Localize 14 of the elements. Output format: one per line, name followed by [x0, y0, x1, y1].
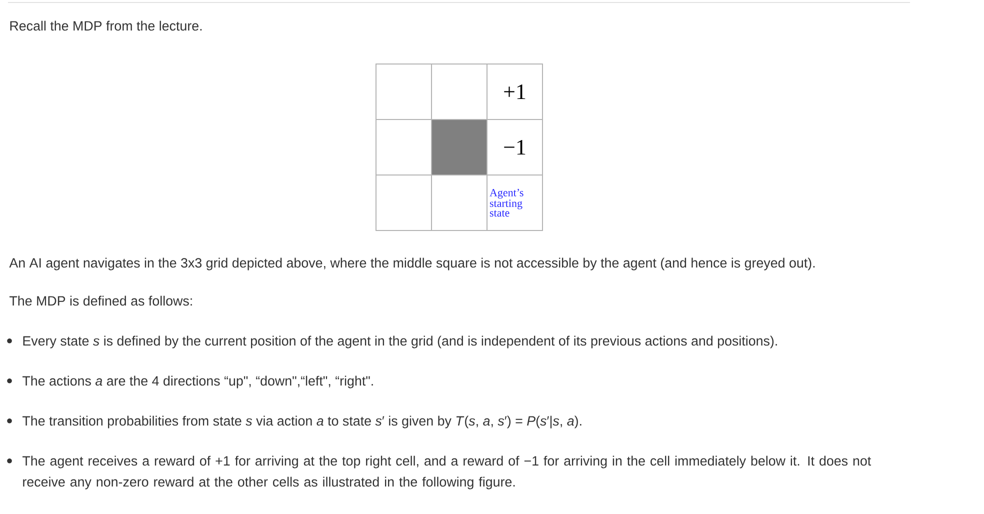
- list-item-text: The agent receives a reward of +1 for arriving at the top right cell, and a reward of −1 for arriving in the cell immediately below it. It does not receive any non-zero reward at the other cells as illustrated in the following figure.: [22, 456, 872, 490]
- paragraph: An AI agent navigates in the 3x3 grid depicted above, where the middle square is not accessible by the agent (and hence is greyed out).: [9, 258, 815, 270]
- paragraph: Recall the MDP from the lecture.: [10, 20, 202, 31]
- list-item-text: Every state s is defined by the current position of the agent in the grid (and is independent of its previous actions and positions).: [23, 336, 777, 348]
- grid-cell: [431, 174, 488, 231]
- grid-cell: +1: [486, 64, 543, 120]
- grid-cell: Agent’s starting state: [486, 174, 543, 231]
- grid-cell: [376, 64, 432, 120]
- grid-cell: −1: [486, 119, 543, 176]
- paragraph: The MDP is defined as follows:: [10, 296, 192, 306]
- list-item-text: The transition probabilities from state s via action a to state s′ is given by T(s, a, s′) = P(s′|s, a).: [22, 416, 582, 428]
- list-item-text: The actions a are the 4 directions “up", “down",“left", “right".: [22, 376, 373, 388]
- grid-cell: [376, 174, 432, 231]
- filled-grid-cell: [431, 119, 488, 176]
